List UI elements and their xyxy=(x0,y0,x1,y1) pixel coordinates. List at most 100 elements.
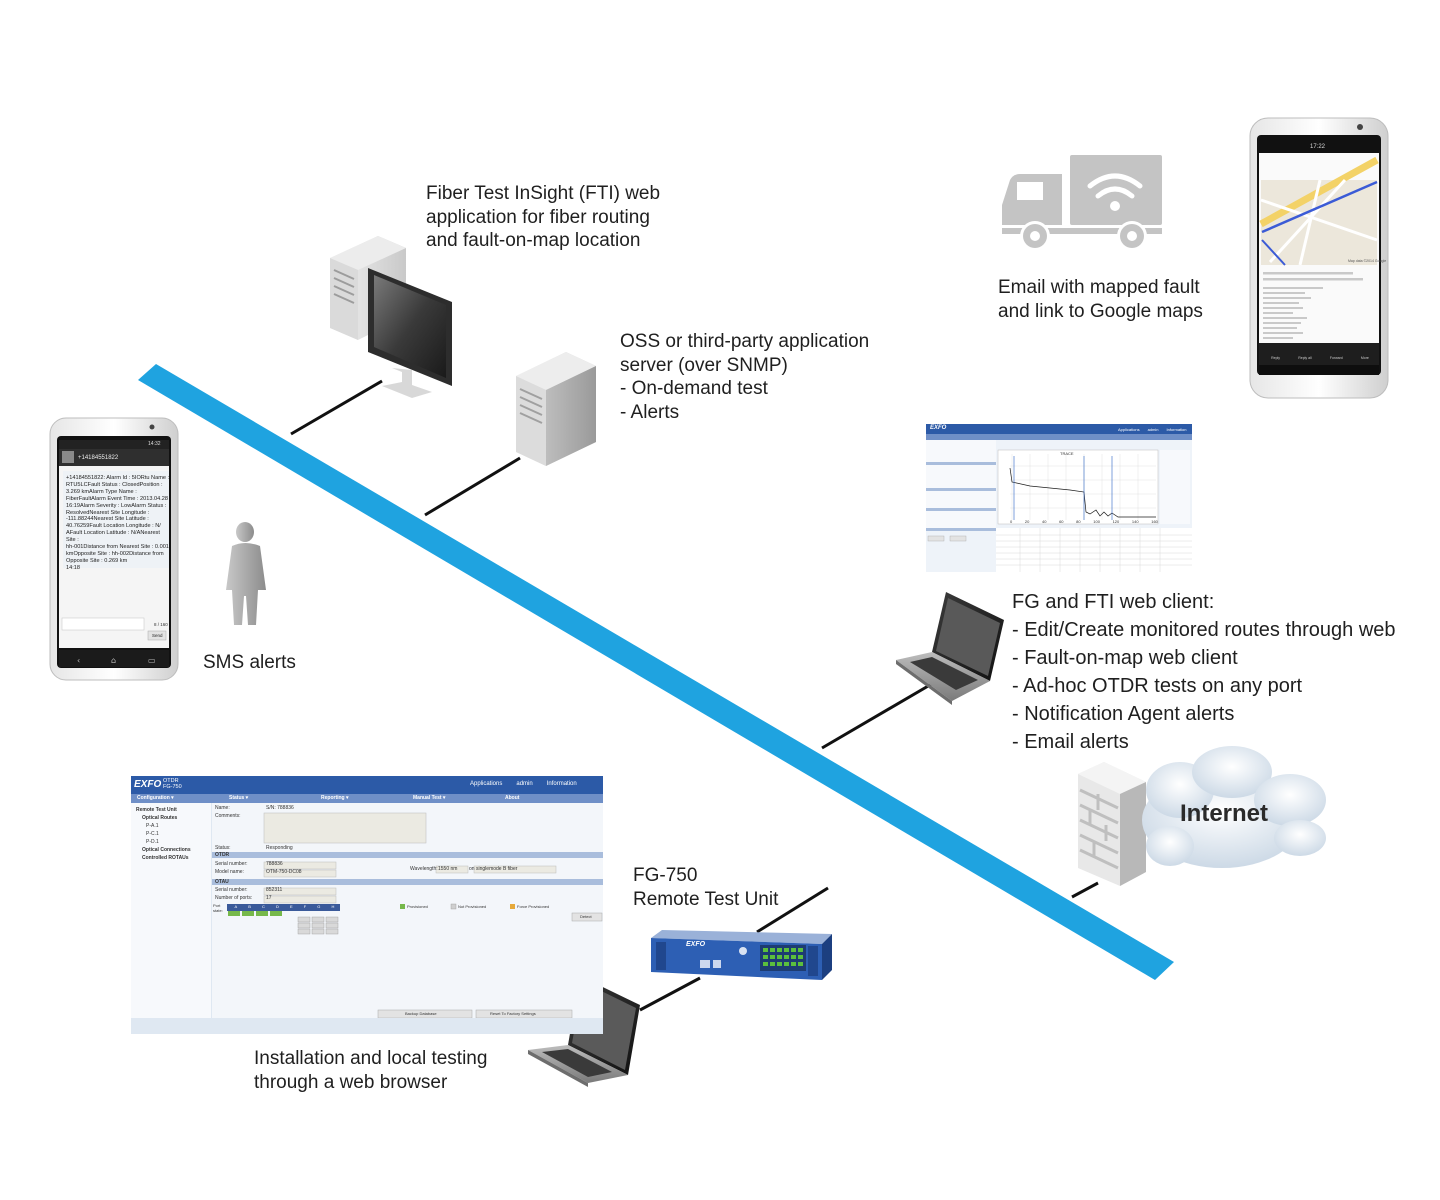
tree-item[interactable]: P-C.1 xyxy=(146,831,159,837)
admin-link[interactable]: admin xyxy=(516,781,533,787)
svg-text:⌂: ⌂ xyxy=(111,656,116,665)
label-line: SMS alerts xyxy=(203,652,296,673)
sms-phone-device: ‹ ⌂ ▭ xyxy=(49,417,179,681)
port-columns: A B C D E F G H xyxy=(229,904,340,909)
forward-button[interactable]: Forward xyxy=(1329,356,1343,360)
serial-label: Serial number: xyxy=(215,861,248,867)
x-tick: 0 xyxy=(1010,519,1013,524)
applications-link[interactable]: Applications xyxy=(470,781,503,787)
local-tree-nav: Remote Test Unit Optical Routes P-A.1 P-… xyxy=(136,806,191,862)
menu-manual-test[interactable]: Manual Test ▾ xyxy=(413,795,446,801)
sms-line: 16:19Alarm Severity : LowAlarm Status : xyxy=(66,502,167,509)
label-line: Fiber Test InSight (FTI) web xyxy=(426,183,661,204)
link-lines xyxy=(290,379,1099,1012)
link-oss-server xyxy=(424,456,521,517)
x-tick: 80 xyxy=(1076,519,1081,524)
x-tick: 120 xyxy=(1112,519,1120,524)
port-col: H xyxy=(331,904,335,909)
wavelength-select[interactable]: 1550 nm xyxy=(438,866,458,872)
reset-factory-button[interactable]: Reset To Factory Settings xyxy=(490,1011,536,1016)
model-value: OTM-750-DC08 xyxy=(266,869,302,875)
sms-line: AFault Location Latitude : N/ANearest Si… xyxy=(66,530,160,544)
label-line: Installation and local testing xyxy=(254,1048,488,1069)
menu-about[interactable]: About xyxy=(505,795,520,801)
internet-cloud-icon xyxy=(1142,746,1326,868)
web-client-laptop-icon xyxy=(896,592,1004,705)
tree-item[interactable]: Optical Routes xyxy=(142,815,178,821)
information-link[interactable]: Information xyxy=(1166,427,1187,432)
fg-client-label: FG and FTI web client: - Edit/Create mon… xyxy=(1012,588,1396,756)
legend-provisioned: Provisioned xyxy=(407,904,428,909)
label-line: - Alerts xyxy=(620,401,680,423)
menu-configuration[interactable]: Configuration ▾ xyxy=(137,795,174,801)
backup-database-button[interactable]: Backup Database xyxy=(405,1011,437,1016)
link-firewall xyxy=(1071,881,1099,899)
svg-text:▭: ▭ xyxy=(148,656,156,665)
fg750-label: FG-750 Remote Test Unit xyxy=(633,864,778,911)
name-value: S/N: 788836 xyxy=(266,805,294,811)
otdr-x-axis: 0 20 40 60 80 100 120 140 160 xyxy=(1010,519,1158,524)
reply-button[interactable]: Reply xyxy=(1271,356,1281,360)
fg750-rack-device xyxy=(651,930,832,980)
sms-send-button[interactable]: Send xyxy=(152,633,163,638)
tree-item[interactable]: Optical Connections xyxy=(142,847,191,853)
fiber-select[interactable]: singlemode B fiber xyxy=(476,866,518,872)
port-state-label: Port state: xyxy=(213,903,223,913)
oss-server-icon xyxy=(516,352,596,466)
label-line: application for fiber routing xyxy=(426,206,650,228)
information-link[interactable]: Information xyxy=(546,781,577,787)
comments-label: Comments: xyxy=(215,813,241,819)
label-line: - Notification Agent alerts xyxy=(1012,703,1235,725)
status-value: Responding xyxy=(266,845,293,851)
otdr-trace-title: TRACE xyxy=(1060,451,1074,456)
model-label: Model name: xyxy=(215,869,244,875)
otau-serial-label: Serial number: xyxy=(215,887,248,893)
tree-item[interactable]: Controlled ROTAUs xyxy=(142,855,189,861)
menu-status[interactable]: Status ▾ xyxy=(229,795,249,801)
oss-label: OSS or third-party application server (o… xyxy=(620,330,869,424)
local-web-ui-frame xyxy=(131,776,603,1034)
ports-label: Number of ports: xyxy=(215,895,253,901)
more-button[interactable]: More xyxy=(1360,356,1369,360)
otdr-section-header: OTDR xyxy=(215,852,230,858)
tree-item[interactable]: P-D.1 xyxy=(146,839,159,845)
menu-reporting[interactable]: Reporting ▾ xyxy=(321,795,349,801)
x-tick: 140 xyxy=(1131,519,1139,524)
otdr-web-ui-frame xyxy=(926,424,1192,572)
port-col: F xyxy=(303,904,307,909)
model-line: FG-750 xyxy=(163,784,182,790)
sms-line: 40.76259Fault Location Longitude : N/ xyxy=(66,523,161,530)
x-tick: 40 xyxy=(1041,519,1047,524)
wavelength-label: Wavelength: xyxy=(410,866,438,872)
admin-link[interactable]: admin xyxy=(1147,427,1159,432)
sms-line: +14184551822: Alarm Id : 5IORtu Name : xyxy=(66,475,170,481)
tree-item[interactable]: P-A.1 xyxy=(146,823,159,829)
email-label: Email with mapped fault and link to Goog… xyxy=(998,276,1203,323)
otdr-exfo-logo: EXFO xyxy=(930,425,947,431)
internet-label: Internet xyxy=(1180,800,1269,827)
label-line: - On-demand test xyxy=(620,378,768,399)
otau-serial-value: 852311 xyxy=(266,887,283,893)
port-col: A xyxy=(234,904,238,909)
applications-link[interactable]: Applications xyxy=(1118,427,1140,432)
link-fg750-upper xyxy=(756,886,829,934)
sms-char-counter: 8 / 160 xyxy=(154,622,168,627)
x-tick: 100 xyxy=(1093,519,1100,524)
reply-all-button[interactable]: Reply all xyxy=(1298,356,1312,360)
email-status-time: 17:22 xyxy=(1310,144,1326,150)
fg750-brand-logo: EXFO xyxy=(686,941,706,948)
status-label: Status: xyxy=(215,845,231,851)
otdr-top-links: Applications admin Information xyxy=(1118,427,1187,432)
sms-line: kmOpposite Site : hh-002Distance from xyxy=(66,550,164,557)
tree-item[interactable]: Remote Test Unit xyxy=(136,807,177,813)
label-line: and link to Google maps xyxy=(998,300,1203,322)
sms-sender: +14184551822 xyxy=(78,455,119,461)
person-icon xyxy=(226,522,266,625)
label-line: FG and FTI web client: xyxy=(1012,591,1215,613)
detect-button[interactable]: Detect xyxy=(580,914,592,919)
label-line: - Fault-on-map web client xyxy=(1012,647,1238,669)
port-col: E xyxy=(289,904,293,909)
sms-message: +14184551822: Alarm Id : 5IORtu Name : R… xyxy=(66,475,170,572)
label-line: - Edit/Create monitored routes through w… xyxy=(1012,619,1396,641)
